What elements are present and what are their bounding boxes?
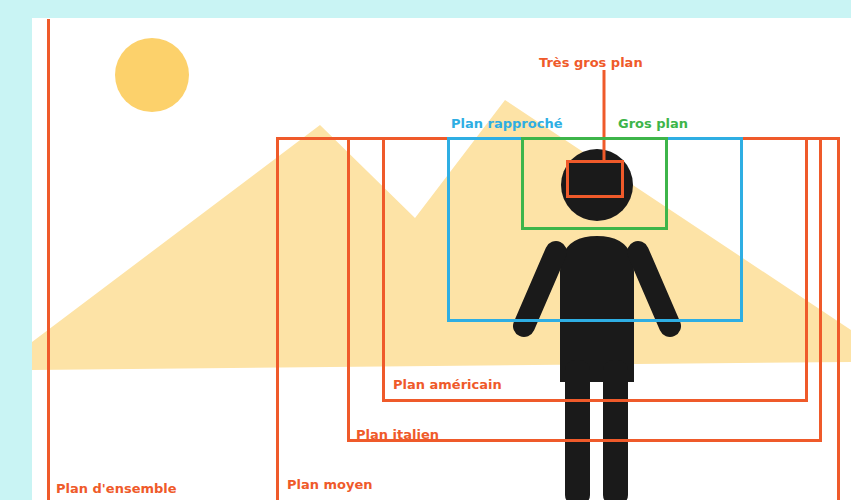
shot-frame: Plan d'ensemblePlan moyenPlan italienPla… [47,19,851,500]
shot-label: Plan italien [356,427,439,443]
shot-label: Plan moyen [287,477,373,493]
leader-line [603,70,606,160]
shot-frame: Plan moyenPlan italienPlan américainPlan… [276,137,840,500]
mountains [32,100,851,370]
person-torso [560,236,634,382]
shot-frame: Plan rapprochéGros planTrès gros plan [447,137,743,322]
shot-frame: Plan américain Plan rapprochéGros planTrè… [382,137,808,402]
shot-frame: Très gros plan [566,160,624,198]
shot-frame: Gros planTrès gros plan [521,137,668,230]
person-arm [524,252,556,326]
shot-label: Gros plan [618,116,688,132]
shot-label: Plan rapproché [451,116,562,132]
shot-label: Plan d'ensemble [56,481,177,497]
person-arm [638,252,670,326]
shot-frame: Plan italien Plan américain Plan rapproché… [347,137,822,442]
shot-label: Plan américain [393,377,502,393]
person-leg [603,360,628,500]
person-leg [565,360,590,500]
sun [115,38,189,112]
person-figure [524,149,670,500]
white-canvas [32,18,851,500]
shot-label: Très gros plan [539,55,643,71]
person-head [561,149,633,221]
